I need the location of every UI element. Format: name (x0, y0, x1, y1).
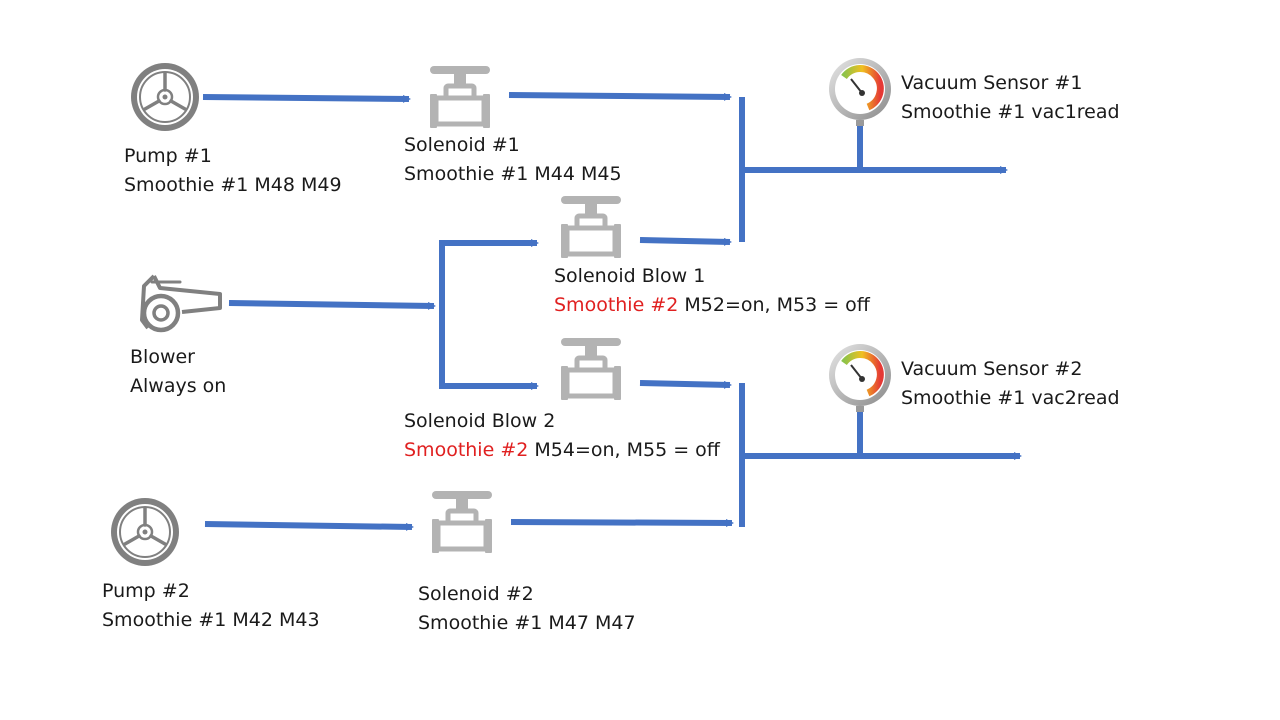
solenoid-blow2-controller: Smoothie #2 (404, 439, 529, 461)
valve-icon (561, 338, 621, 400)
solenoid1-name: Solenoid #1 (404, 134, 520, 156)
solenoid-blow1-command-line: Smoothie #2 M52=on, M53 = off (554, 291, 870, 320)
vacuum1-name: Vacuum Sensor #1 (901, 72, 1083, 94)
solenoid-blow1-name: Solenoid Blow 1 (554, 265, 706, 287)
vacuum1-label: Vacuum Sensor #1 Smoothie #1 vac1read (901, 69, 1120, 127)
pipe-blower-to-split (228, 300, 436, 310)
solenoid2-detail: Smoothie #1 M47 M47 (418, 612, 636, 634)
solenoid-blow2-command-line: Smoothie #2 M54=on, M55 = off (404, 436, 720, 465)
valve-icon (432, 491, 492, 553)
pump2-name: Pump #2 (102, 580, 190, 602)
solenoid1-label: Solenoid #1 Smoothie #1 M44 M45 (404, 131, 622, 189)
solenoid-blow2-name: Solenoid Blow 2 (404, 410, 556, 432)
vacuum2-detail: Smoothie #1 vac2read (901, 387, 1120, 409)
solenoid-blow1-detail: M52=on, M53 = off (678, 294, 870, 316)
pump-icon (109, 496, 181, 568)
pump2-detail: Smoothie #1 M42 M43 (102, 609, 320, 631)
valve-icon (430, 66, 490, 128)
pipe-network (202, 92, 1022, 531)
blower-detail: Always on (130, 375, 227, 397)
pipe-solenoid2-to-manifold2 (510, 518, 734, 527)
pump2-label: Pump #2 Smoothie #1 M42 M43 (102, 577, 320, 635)
vacuum1-detail: Smoothie #1 vac1read (901, 101, 1120, 123)
gauge-icon (829, 344, 891, 412)
solenoid-blow1-controller: Smoothie #2 (554, 294, 679, 316)
solenoid-blow1-label: Solenoid Blow 1 Smoothie #2 M52=on, M53 … (554, 262, 870, 320)
pipe-blow1-to-manifold1 (639, 237, 732, 246)
pipe-blow2-to-manifold2 (639, 380, 732, 389)
blower-label: Blower Always on (130, 343, 226, 401)
blower-name: Blower (130, 346, 195, 368)
vacuum2-label: Vacuum Sensor #2 Smoothie #1 vac2read (901, 355, 1120, 413)
solenoid2-label: Solenoid #2 Smoothie #1 M47 M47 (418, 580, 636, 638)
solenoid-blow2-label: Solenoid Blow 2 Smoothie #2 M54=on, M55 … (404, 407, 720, 465)
vacuum2-name: Vacuum Sensor #2 (901, 358, 1083, 380)
valve-icon (561, 196, 621, 258)
gauge-icon (829, 58, 891, 126)
solenoid2-name: Solenoid #2 (418, 583, 534, 605)
pump1-label: Pump #1 Smoothie #1 M48 M49 (124, 142, 342, 200)
solenoid-blow2-detail: M54=on, M55 = off (528, 439, 720, 461)
pipe-pump2-to-solenoid2 (204, 521, 414, 531)
pump1-detail: Smoothie #1 M48 M49 (124, 174, 342, 196)
pump1-name: Pump #1 (124, 145, 212, 167)
pipe-solenoid1-to-manifold1 (508, 92, 732, 101)
blower-icon (140, 274, 222, 333)
pump-icon (129, 61, 201, 133)
solenoid1-detail: Smoothie #1 M44 M45 (404, 163, 622, 185)
pipe-pump1-to-solenoid1 (202, 94, 411, 103)
